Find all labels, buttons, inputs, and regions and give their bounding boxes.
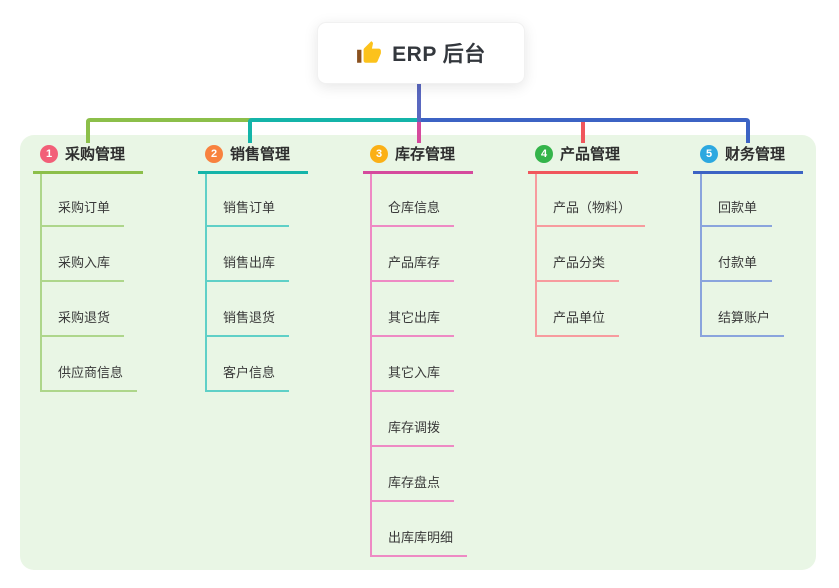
node-item[interactable]: 采购退货 [40, 282, 125, 337]
branch-node[interactable]: 2 销售管理 [198, 136, 308, 174]
node-item[interactable]: 产品分类 [535, 227, 620, 282]
branch-node[interactable]: 3 库存管理 [363, 136, 473, 174]
branch-purchase: 1 采购管理 采购订单 采购入库 采购退货 供应商信息 [33, 136, 143, 392]
branch-items: 仓库信息 产品库存 其它出库 其它入库 库存调拨 库存盘点 出库库明细 [370, 174, 473, 557]
node-item[interactable]: 产品单位 [535, 282, 620, 337]
branch-badge: 3 [370, 144, 388, 163]
node-item[interactable]: 结算账户 [700, 282, 785, 337]
node-item[interactable]: 库存盘点 [370, 447, 455, 502]
branch-items: 采购订单 采购入库 采购退货 供应商信息 [40, 174, 143, 392]
node-item[interactable]: 其它入库 [370, 337, 455, 392]
branch-inventory: 3 库存管理 仓库信息 产品库存 其它出库 其它入库 库存调拨 库存盘点 出库库… [363, 136, 473, 557]
node-item[interactable]: 销售订单 [205, 174, 290, 227]
branch-product: 4 产品管理 产品（物料） 产品分类 产品单位 [528, 136, 646, 337]
branch-node[interactable]: 1 采购管理 [33, 136, 143, 174]
node-item[interactable]: 销售退货 [205, 282, 290, 337]
node-item[interactable]: 仓库信息 [370, 174, 455, 227]
node-item[interactable]: 回款单 [700, 174, 772, 227]
branch-label: 销售管理 [230, 146, 291, 163]
branch-label: 财务管理 [725, 146, 786, 163]
node-item[interactable]: 库存调拨 [370, 392, 455, 447]
root-label: ERP 后台 [392, 43, 486, 66]
node-item[interactable]: 供应商信息 [40, 337, 138, 392]
branch-badge: 1 [40, 144, 58, 163]
node-item[interactable]: 销售出库 [205, 227, 290, 282]
branches-panel [20, 135, 816, 570]
node-item[interactable]: 客户信息 [205, 337, 290, 392]
branch-badge: 4 [535, 144, 553, 163]
node-item[interactable]: 其它出库 [370, 282, 455, 337]
node-item[interactable]: 产品（物料） [535, 174, 646, 227]
thumbs-up-icon [357, 41, 382, 63]
node-item[interactable]: 付款单 [700, 227, 772, 282]
root-node[interactable]: ERP 后台 [317, 22, 525, 84]
node-item[interactable]: 产品库存 [370, 227, 455, 282]
branch-items: 回款单 付款单 结算账户 [700, 174, 803, 337]
node-item[interactable]: 采购入库 [40, 227, 125, 282]
branch-label: 产品管理 [560, 146, 621, 163]
node-item[interactable]: 出库库明细 [370, 502, 468, 557]
branch-node[interactable]: 4 产品管理 [528, 136, 638, 174]
node-item[interactable]: 采购订单 [40, 174, 125, 227]
branch-items: 产品（物料） 产品分类 产品单位 [535, 174, 646, 337]
branch-label: 采购管理 [65, 146, 126, 163]
branch-label: 库存管理 [395, 146, 456, 163]
branch-badge: 5 [700, 144, 718, 163]
branch-sales: 2 销售管理 销售订单 销售出库 销售退货 客户信息 [198, 136, 308, 392]
branch-badge: 2 [205, 144, 223, 163]
branch-items: 销售订单 销售出库 销售退货 客户信息 [205, 174, 308, 392]
branch-node[interactable]: 5 财务管理 [693, 136, 803, 174]
branch-finance: 5 财务管理 回款单 付款单 结算账户 [693, 136, 803, 337]
